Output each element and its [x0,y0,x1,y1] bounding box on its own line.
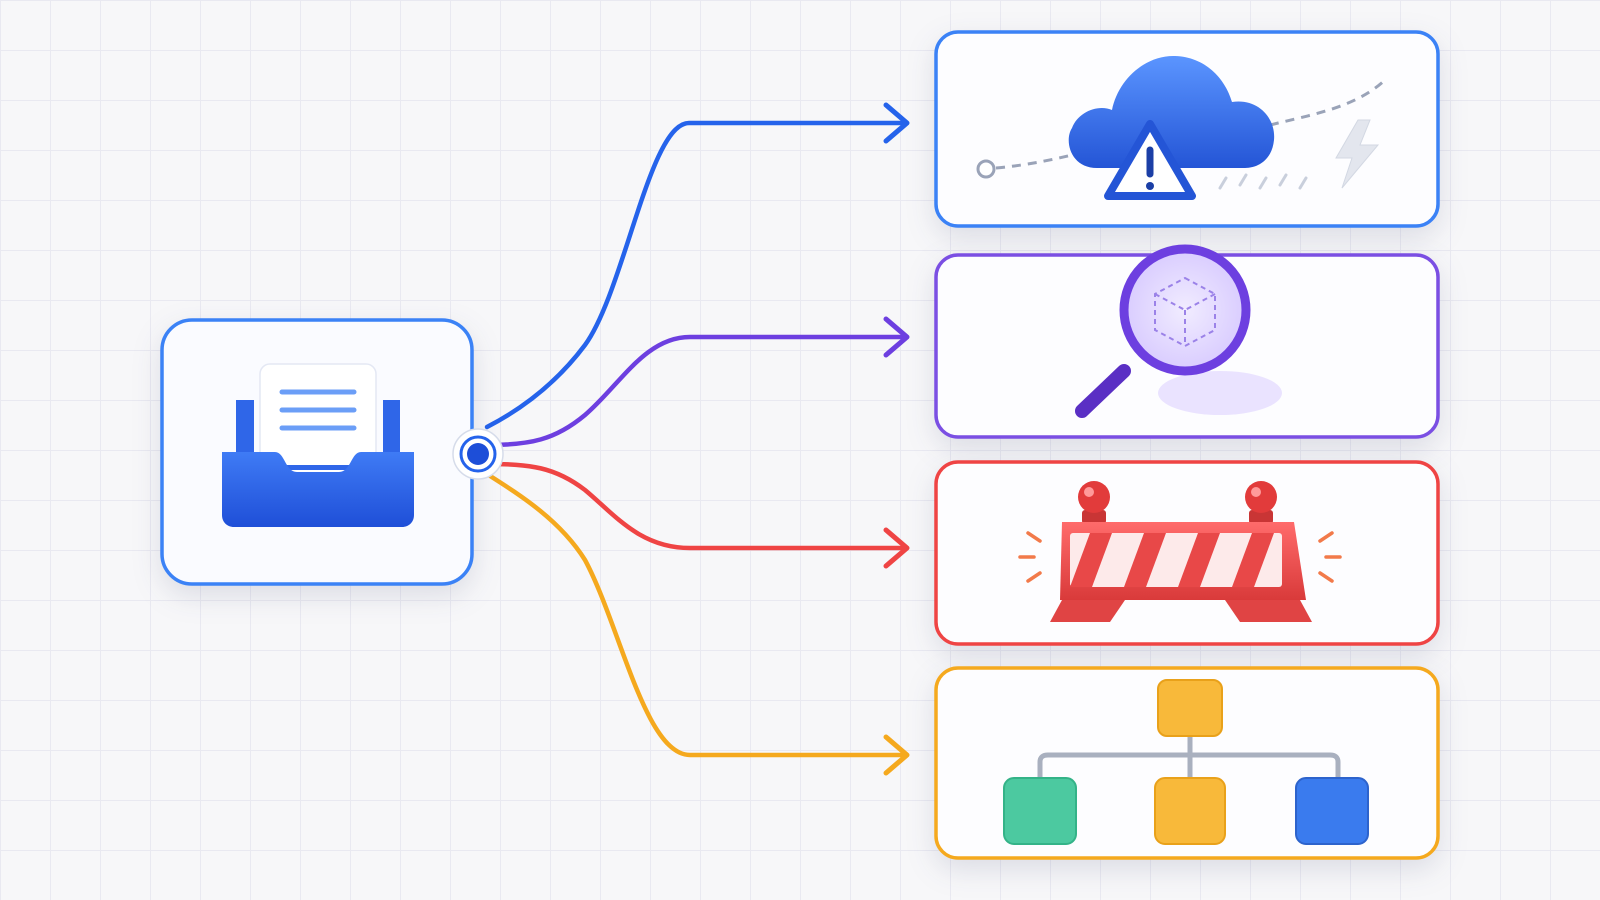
hierarchy-card[interactable] [934,666,1440,860]
magnifier-cube-icon [1075,244,1282,418]
inbox-document-icon [222,363,414,527]
connector-dot-icon[interactable] [452,428,504,480]
red-connector-line [484,461,908,551]
roadblock-barrier-icon [1018,481,1342,622]
cloud-warning-icon [976,55,1387,200]
blocked-card[interactable] [934,460,1440,646]
amber-arrowhead-icon [883,734,910,776]
cloud-warning-card[interactable] [934,30,1440,228]
red-arrowhead-icon [883,527,910,569]
inspect-card[interactable] [934,244,1440,439]
blue-connector-line [484,120,908,430]
purple-arrowhead-icon [883,316,910,358]
blue-arrowhead-icon [883,102,910,144]
purple-connector-line [484,334,908,448]
amber-connector-line [484,471,908,758]
org-hierarchy-icon [1003,679,1369,845]
source-card[interactable] [160,318,474,586]
connector-lines [484,102,910,776]
